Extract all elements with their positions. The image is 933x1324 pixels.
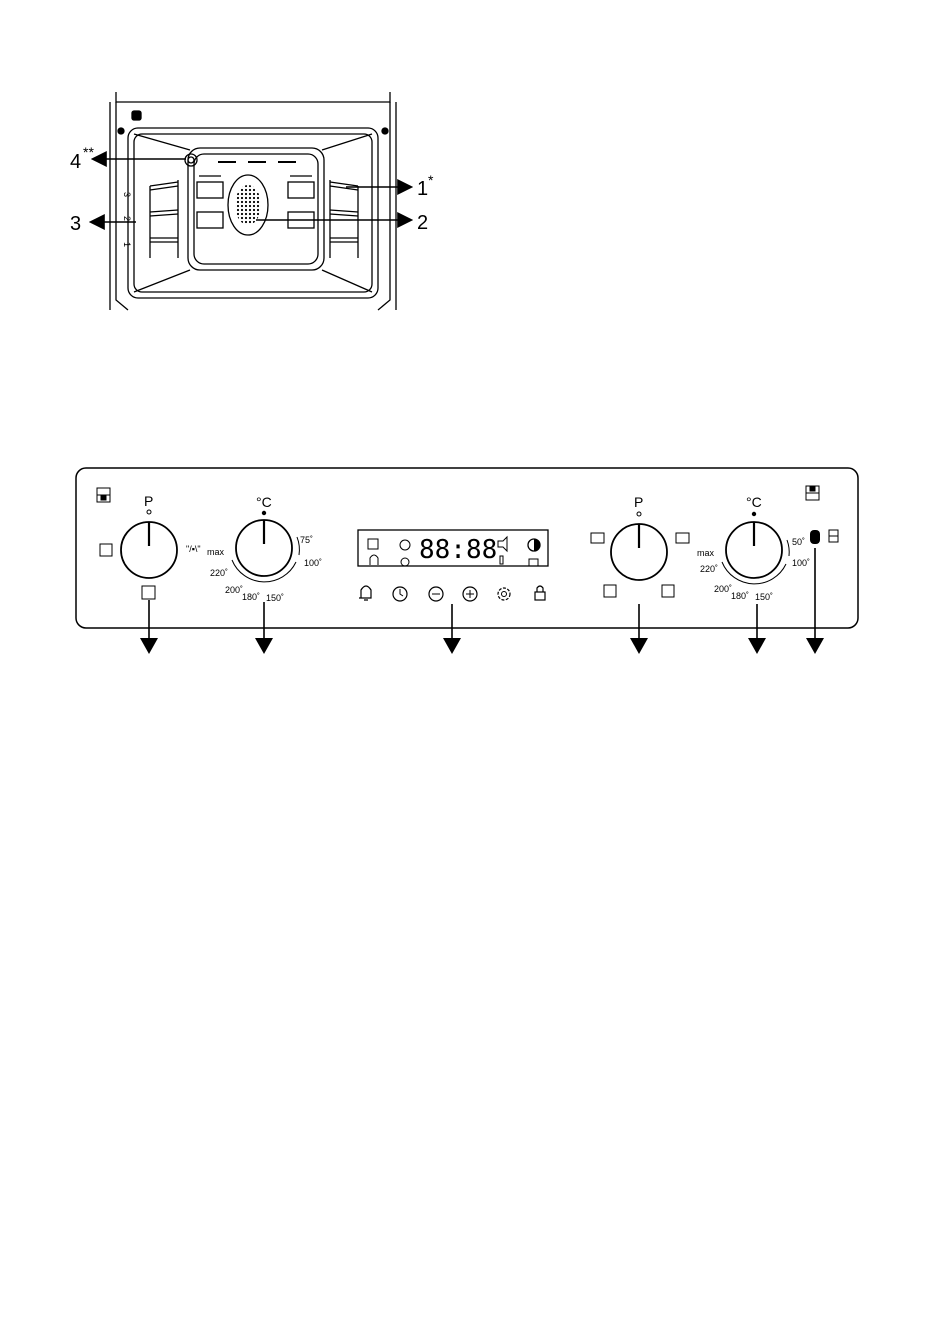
knob4-label: °C xyxy=(746,494,762,510)
callout-4-mark: ** xyxy=(83,144,94,160)
callout-3: 3 xyxy=(70,213,81,235)
temperature-knob-top[interactable] xyxy=(236,520,292,576)
volume-icon xyxy=(498,537,507,551)
callout-4: 4 xyxy=(70,151,81,173)
alarm-bell-button[interactable] xyxy=(359,586,371,600)
knob4-tick-180: 180˚ xyxy=(731,591,749,601)
timer-small-icon xyxy=(401,558,409,566)
bottom-oven-icon xyxy=(806,486,819,500)
shelf-level-3: 3 xyxy=(122,192,132,197)
child-lock-button[interactable] xyxy=(535,586,545,600)
knob3-label: P xyxy=(634,494,643,510)
oven-light-icon xyxy=(829,530,838,542)
top-bottom-heat-icon xyxy=(676,533,689,543)
knob2-tick-220: 220˚ xyxy=(210,568,228,578)
clock-symbol-icon xyxy=(400,540,410,550)
knob4-tick-220: 220˚ xyxy=(700,564,718,574)
callout-2: 2 xyxy=(417,212,428,234)
knob2-label: °C xyxy=(256,494,272,510)
knob4-tick-200: 200˚ xyxy=(714,584,732,594)
knob4-tick-50: 50˚ xyxy=(792,537,805,547)
knob2-tick-max: max xyxy=(207,547,225,557)
top-oven-icon xyxy=(97,488,110,502)
alarm-small-icon xyxy=(370,555,378,565)
top-heat-icon xyxy=(591,533,604,543)
knob1-label: P xyxy=(144,493,153,509)
shelf-level-1: 1 xyxy=(122,242,132,247)
knob2-tick-150: 150˚ xyxy=(266,593,284,603)
oven-symbol-icon xyxy=(368,539,378,549)
knob2-tick-75: 75˚ xyxy=(300,535,313,545)
display-digits: 88:88 xyxy=(419,535,497,565)
knob4-tick-max: max xyxy=(697,548,715,558)
knob2-tick-180: 180˚ xyxy=(242,592,260,602)
knob2-tick-100: 100˚ xyxy=(304,558,322,568)
settings-gear-button[interactable] xyxy=(498,588,510,600)
grill-icon xyxy=(604,585,616,597)
callout-1-mark: * xyxy=(428,172,434,188)
oven-cavity xyxy=(110,92,396,310)
function-knob-top[interactable] xyxy=(121,522,177,578)
power-indicator-lamp xyxy=(810,530,820,544)
thermometer-icon xyxy=(500,556,503,564)
lock-small-icon xyxy=(529,559,538,566)
temperature-knob-bottom[interactable] xyxy=(726,522,782,578)
fan-defrost-icon xyxy=(100,544,112,556)
knob4-tick-100: 100˚ xyxy=(792,558,810,568)
callout-1: 1 xyxy=(417,178,428,200)
knob1-side-label: "/▪\" xyxy=(186,544,201,554)
knob2-tick-200: 200˚ xyxy=(225,585,243,595)
panel-arrowheads xyxy=(140,638,824,654)
grill-fan-icon xyxy=(142,586,155,599)
knob4-tick-150: 150˚ xyxy=(755,592,773,602)
bottom-heat-icon xyxy=(662,585,674,597)
function-knob-bottom[interactable] xyxy=(611,524,667,580)
shelf-level-2: 2 xyxy=(122,216,132,221)
